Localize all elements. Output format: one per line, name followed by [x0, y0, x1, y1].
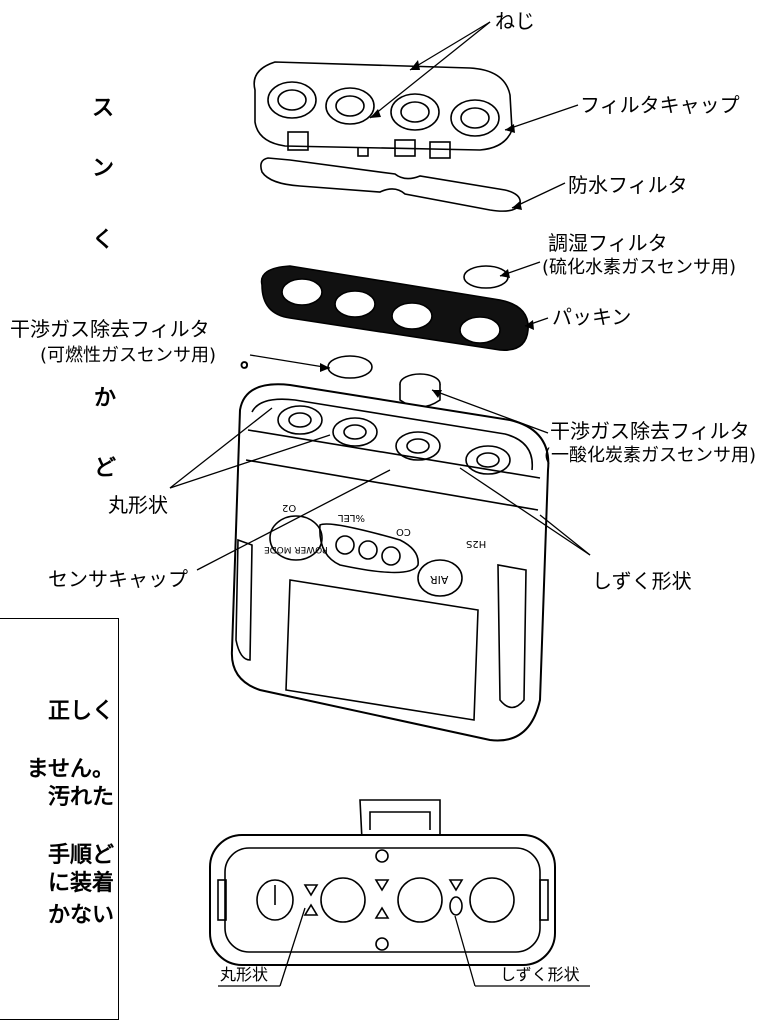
left-text-fragment-5: か: [94, 386, 117, 411]
device-marking-o2: O2: [282, 502, 297, 513]
packing-drawing: [260, 265, 529, 351]
label-interference-filter-right-note: (一酸化炭素ガスセンサ用): [544, 445, 757, 466]
waterproof-filter-drawing: [260, 157, 522, 212]
device-marking-co: CO: [396, 526, 411, 537]
note-line-2: ません。: [26, 757, 114, 782]
left-text-fragment-6: ど: [94, 456, 117, 481]
label-round-shape: 丸形状: [108, 493, 168, 517]
interference-filter-co-cylinder: [399, 373, 441, 408]
interference-filter-flammable-disc: [327, 355, 373, 379]
label-humidity-filter-note: (硫化水素ガスセンサ用): [542, 257, 737, 278]
label-interference-filter-left: 干渉ガス除去フィルタ: [10, 317, 210, 341]
device-marking-air: AIR: [430, 573, 449, 586]
leader-lines: [169, 21, 591, 987]
device-marking-power-mode: POWER MODE: [264, 544, 328, 554]
note-line-1: 正しく: [47, 699, 114, 724]
device-marking-lel: %LEL: [338, 512, 365, 523]
arrowheads: [320, 60, 534, 398]
note-line-3: 汚れた: [47, 785, 114, 810]
label-round-shape-bottom: 丸形状: [220, 965, 269, 984]
sensor-cap-top-view-drawing: [209, 799, 556, 966]
left-text-fragment-1: ス: [92, 96, 115, 121]
label-screw: ねじ: [495, 9, 535, 33]
label-interference-filter-left-note: (可燃性ガスセンサ用): [40, 345, 217, 366]
filter-cap-drawing: [253, 61, 513, 159]
note-line-6: かない: [47, 903, 114, 928]
note-line-5: に装着: [47, 871, 114, 896]
device-marking-h2s: H2S: [466, 538, 487, 549]
label-waterproof-filter: 防水フィルタ: [568, 173, 688, 197]
device-body-drawing: [230, 383, 550, 742]
warning-note-box: 正しく ません。 汚れた 手順ど に装着 かない: [0, 618, 119, 1020]
left-text-fragment-3: く: [92, 228, 115, 253]
label-packing: パッキン: [552, 305, 632, 329]
note-line-4: 手順ど: [47, 843, 114, 868]
humidity-filter-disc: [463, 265, 509, 289]
label-drop-shape: しずく形状: [592, 569, 692, 593]
label-sensor-cap: センサキャップ: [48, 567, 188, 591]
label-drop-shape-bottom: しずく形状: [500, 965, 580, 984]
label-interference-filter-right: 干渉ガス除去フィルタ: [550, 419, 750, 443]
left-text-fragment-2: ン: [92, 156, 115, 181]
left-text-fragment-4: 。: [240, 348, 263, 373]
label-filter-cap: フィルタキャップ: [580, 93, 740, 117]
label-humidity-filter: 調湿フィルタ: [548, 231, 668, 255]
